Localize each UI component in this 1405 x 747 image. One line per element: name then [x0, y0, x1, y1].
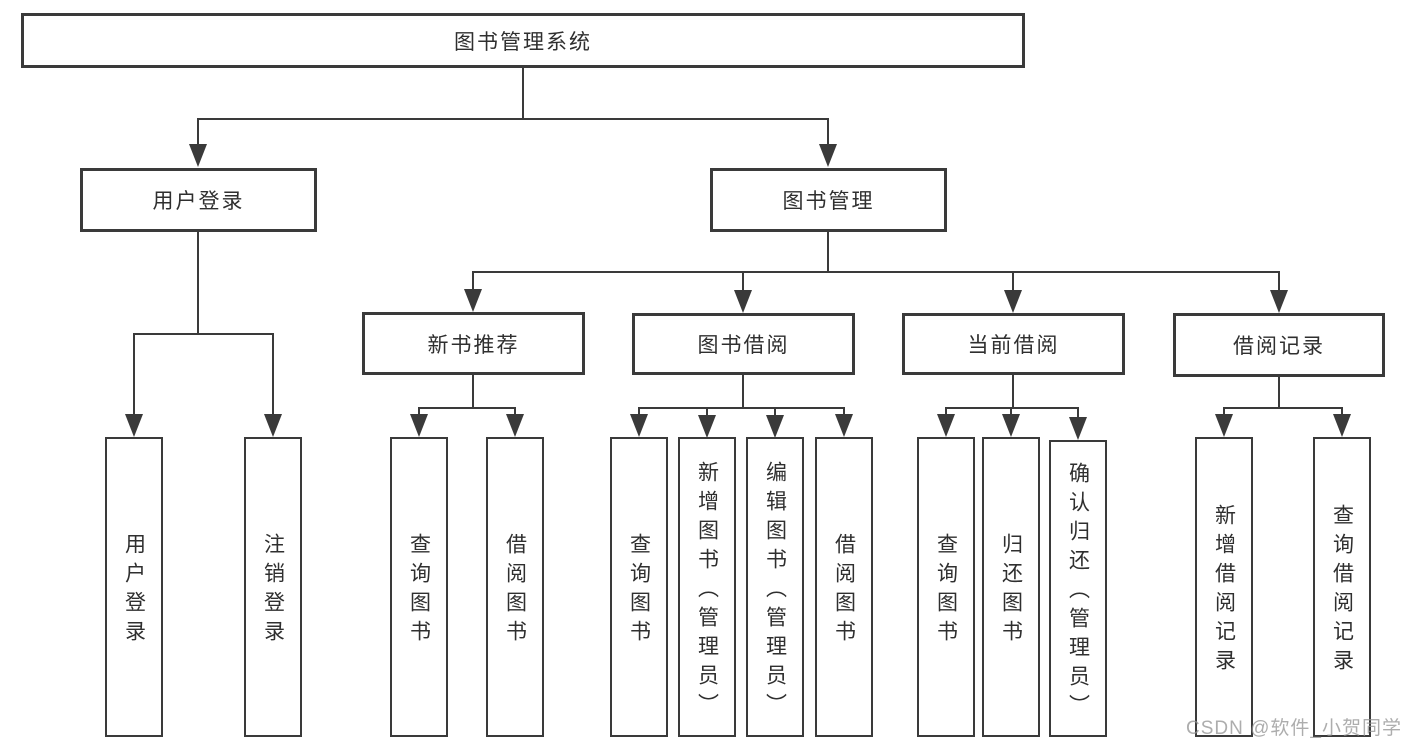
- node-book-management: 图书管理: [710, 168, 947, 232]
- node-label: 用户登录: [152, 190, 245, 213]
- node-user-login: 用户登录: [80, 168, 317, 232]
- leaf-user-login: 用户登录: [105, 437, 163, 737]
- arrowhead-icons: [125, 144, 1351, 440]
- leaf-borrowing-add-book-admin: 新增图书（管理员）: [678, 437, 736, 737]
- node-label: 当前借阅: [967, 334, 1060, 357]
- node-borrowing-records: 借阅记录: [1173, 313, 1385, 377]
- node-label: 图书借阅: [697, 334, 790, 357]
- leaf-records-query-record: 查询借阅记录: [1313, 437, 1371, 737]
- leaf-label: 确认归还（管理员）: [1066, 462, 1090, 723]
- leaf-recommend-query-book: 查询图书: [390, 437, 448, 737]
- leaf-label: 新增图书（管理员）: [695, 460, 719, 722]
- leaf-logout: 注销登录: [244, 437, 302, 737]
- leaf-borrowing-query-book: 查询图书: [610, 437, 668, 737]
- leaf-records-add-record: 新增借阅记录: [1195, 437, 1253, 737]
- leaf-label: 借阅图书: [832, 533, 856, 649]
- leaf-recommend-borrow-book: 借阅图书: [486, 437, 544, 737]
- leaf-label: 归还图书: [999, 533, 1023, 649]
- leaf-label: 新增借阅记录: [1212, 504, 1236, 678]
- leaf-label: 查询图书: [627, 533, 651, 649]
- leaf-current-return-book: 归还图书: [982, 437, 1040, 737]
- node-current-borrowing: 当前借阅: [902, 313, 1125, 375]
- csdn-watermark: CSDN @软件_小贺同学: [1186, 718, 1402, 739]
- leaf-label: 查询图书: [407, 533, 431, 649]
- node-book-borrowing: 图书借阅: [632, 313, 855, 375]
- node-library-management-system: 图书管理系统: [21, 13, 1025, 68]
- node-label: 新书推荐: [427, 333, 520, 357]
- leaf-label: 查询图书: [934, 533, 958, 649]
- node-new-book-recommend: 新书推荐: [362, 312, 585, 375]
- node-label: 图书管理系统: [454, 30, 592, 54]
- leaf-borrowing-edit-book-admin: 编辑图书（管理员）: [746, 437, 804, 737]
- leaf-label: 编辑图书（管理员）: [763, 460, 787, 722]
- leaf-label: 查询借阅记录: [1330, 504, 1354, 678]
- leaf-current-query-book: 查询图书: [917, 437, 975, 737]
- leaf-current-confirm-return-admin: 确认归还（管理员）: [1049, 440, 1107, 737]
- leaf-label: 借阅图书: [503, 533, 527, 649]
- node-label: 图书管理: [782, 190, 875, 213]
- leaf-label: 注销登录: [261, 533, 285, 649]
- leaf-borrowing-borrow-book: 借阅图书: [815, 437, 873, 737]
- leaf-label: 用户登录: [122, 533, 146, 649]
- node-label: 借阅记录: [1233, 335, 1325, 358]
